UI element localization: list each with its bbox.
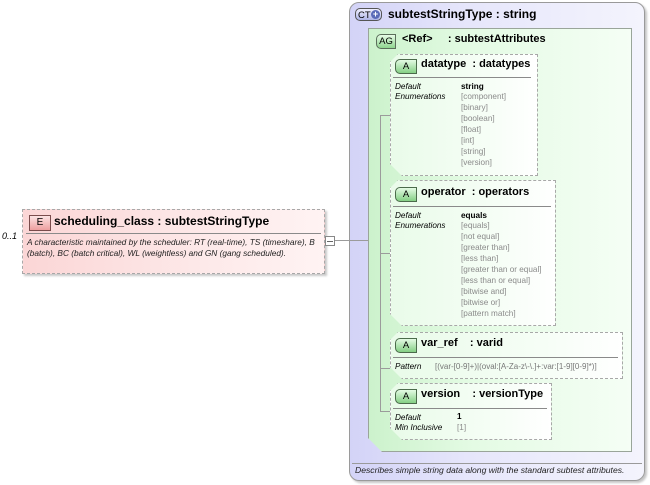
expand-plus-icon[interactable]: +	[371, 9, 380, 19]
enum-value: [int]	[461, 136, 475, 145]
enum-value: [less than or equal]	[461, 276, 531, 285]
enumerations-label: Enumerations	[395, 92, 446, 101]
occurrence-label: 0..1	[2, 231, 18, 241]
default-value: 1	[457, 412, 462, 421]
default-label: Default	[395, 82, 421, 91]
element-description: A characteristic maintained by the sched…	[27, 237, 315, 258]
divider	[352, 463, 642, 464]
attribute-title: datatype : datatypes	[421, 58, 531, 70]
enum-value: [pattern match]	[461, 309, 516, 318]
enum-value: [version]	[461, 158, 492, 167]
divider	[393, 357, 618, 358]
element-scheduling-class[interactable]: E scheduling_class : subtestStringType A…	[22, 209, 325, 274]
enum-value: [greater than or equal]	[461, 265, 542, 274]
pattern-label: Pattern	[395, 362, 422, 371]
enum-value: [float]	[461, 125, 482, 134]
attribute-badge-icon: A	[395, 338, 417, 353]
divider	[393, 408, 547, 409]
complex-type-badge-icon: CT +	[355, 8, 382, 21]
element-title: scheduling_class : subtestStringType	[54, 214, 270, 228]
enum-value: [binary]	[461, 103, 488, 112]
attribute-badge-icon: A	[395, 389, 417, 404]
attribute-title: version : versionType	[421, 388, 544, 400]
attribute-group-title: <Ref> : subtestAttributes	[402, 33, 546, 45]
divider	[26, 233, 321, 234]
element-badge-icon: E	[29, 215, 51, 231]
divider	[393, 206, 551, 207]
enum-value: [component]	[461, 92, 507, 101]
tree-connector-line	[380, 368, 390, 369]
min-inclusive-value: [1]	[457, 423, 467, 432]
enum-value: [greater than]	[461, 243, 510, 252]
tree-connector-line	[380, 411, 390, 412]
divider	[393, 77, 531, 78]
enum-value: [equals]	[461, 221, 490, 230]
pattern-value: [(var-[0-9]+)|(oval:[A-Za-z\-\.]+:var:[1…	[435, 362, 597, 371]
tree-connector-line	[380, 115, 390, 116]
attribute-operator[interactable]	[390, 180, 556, 326]
tree-connector-line	[380, 253, 390, 254]
enum-value: [not equal]	[461, 232, 500, 241]
enum-value: [string]	[461, 147, 486, 156]
enum-value: [less than]	[461, 254, 499, 263]
complex-type-description: Describes simple string data along with …	[355, 465, 625, 475]
attribute-title: var_ref : varid	[421, 337, 503, 349]
default-value: equals	[461, 211, 487, 220]
tree-connector-line	[380, 115, 381, 411]
enumerations-label: Enumerations	[395, 221, 446, 230]
default-value: string	[461, 82, 484, 91]
connector-line	[335, 240, 350, 241]
default-label: Default	[395, 211, 421, 220]
attribute-group-badge-icon: AG	[376, 34, 396, 49]
ct-badge-label: CT	[358, 10, 371, 21]
min-inclusive-label: Min Inclusive	[395, 423, 443, 432]
attribute-badge-icon: A	[395, 187, 417, 202]
attribute-version[interactable]	[390, 383, 552, 440]
attribute-var-ref[interactable]	[390, 332, 623, 379]
connector-line	[350, 240, 380, 241]
enum-value: [bitwise and]	[461, 287, 507, 296]
attribute-badge-icon: A	[395, 59, 417, 74]
collapse-toggle-icon[interactable]	[325, 236, 335, 246]
attribute-datatype[interactable]	[390, 54, 538, 176]
default-label: Default	[395, 413, 421, 422]
attribute-title: operator : operators	[421, 186, 530, 198]
enum-value: [bitwise or]	[461, 298, 501, 307]
enum-value: [boolean]	[461, 114, 495, 123]
complex-type-title: subtestStringType : string	[388, 7, 537, 21]
